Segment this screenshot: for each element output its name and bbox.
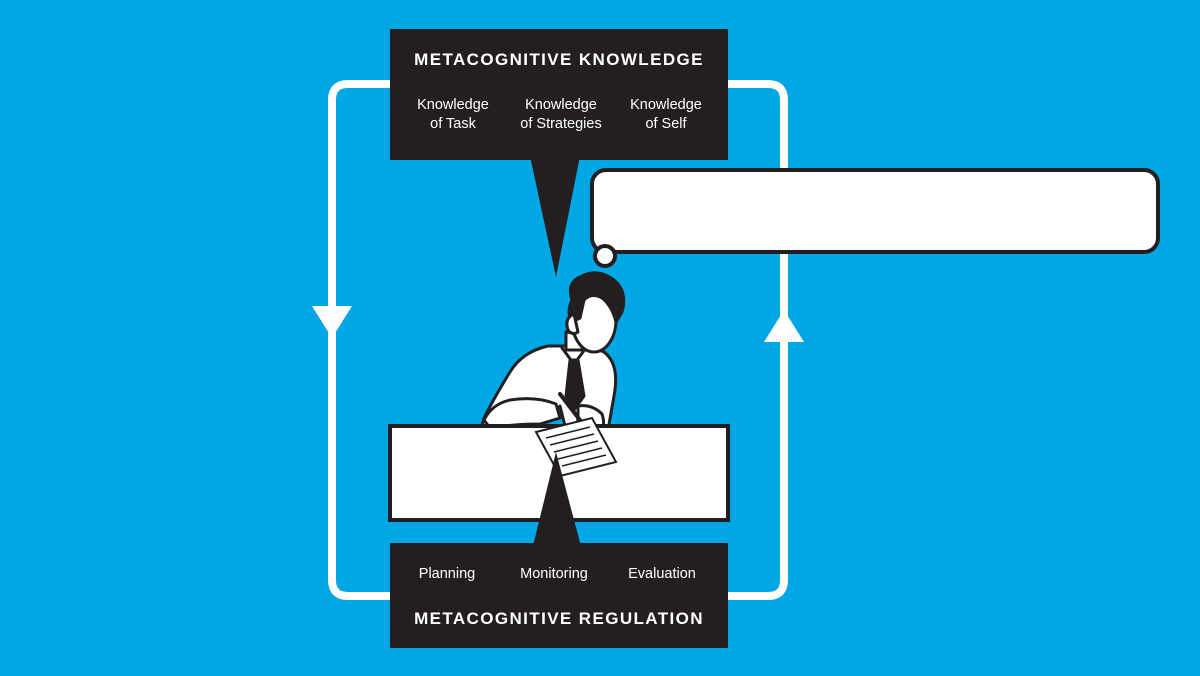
- paper-lines: [545, 426, 607, 467]
- paper-line: [561, 454, 607, 467]
- regulation-title: METACOGNITIVE REGULATION: [414, 609, 704, 628]
- up-arrow-icon: [764, 310, 804, 342]
- thought-dot-large: [593, 244, 617, 268]
- knowledge-title: METACOGNITIVE KNOWLEDGE: [414, 50, 704, 69]
- regulation-item-monitoring: Monitoring: [520, 566, 588, 582]
- paper-line: [545, 426, 591, 439]
- knowledge-item-task: Knowledge of Task: [417, 97, 489, 132]
- down-arrow-icon: [312, 306, 352, 338]
- person-tie: [564, 358, 586, 412]
- knowledge-pointer: [530, 156, 580, 277]
- regulation-item-planning: Planning: [418, 566, 476, 582]
- person-writing: [480, 271, 626, 438]
- thought-bubble-text: [610, 194, 1140, 228]
- loop-left-path: [328, 80, 392, 600]
- thought-bubble-body: [590, 168, 1160, 254]
- person-ear: [565, 312, 580, 336]
- paper-line: [549, 433, 595, 446]
- knowledge-box: METACOGNITIVE KNOWLEDGE Knowledge of Tas…: [390, 29, 728, 160]
- knowledge-item-strategies: Knowledge of Strategies: [520, 97, 602, 132]
- paper-line: [557, 447, 603, 460]
- paper-line: [553, 440, 599, 453]
- regulation-item-evaluation: Evaluation: [628, 566, 696, 582]
- regulation-pointer: [532, 452, 582, 550]
- knowledge-item-self: Knowledge of Self: [630, 97, 702, 132]
- regulation-box: Planning Monitoring Evaluation METACOGNI…: [390, 543, 728, 648]
